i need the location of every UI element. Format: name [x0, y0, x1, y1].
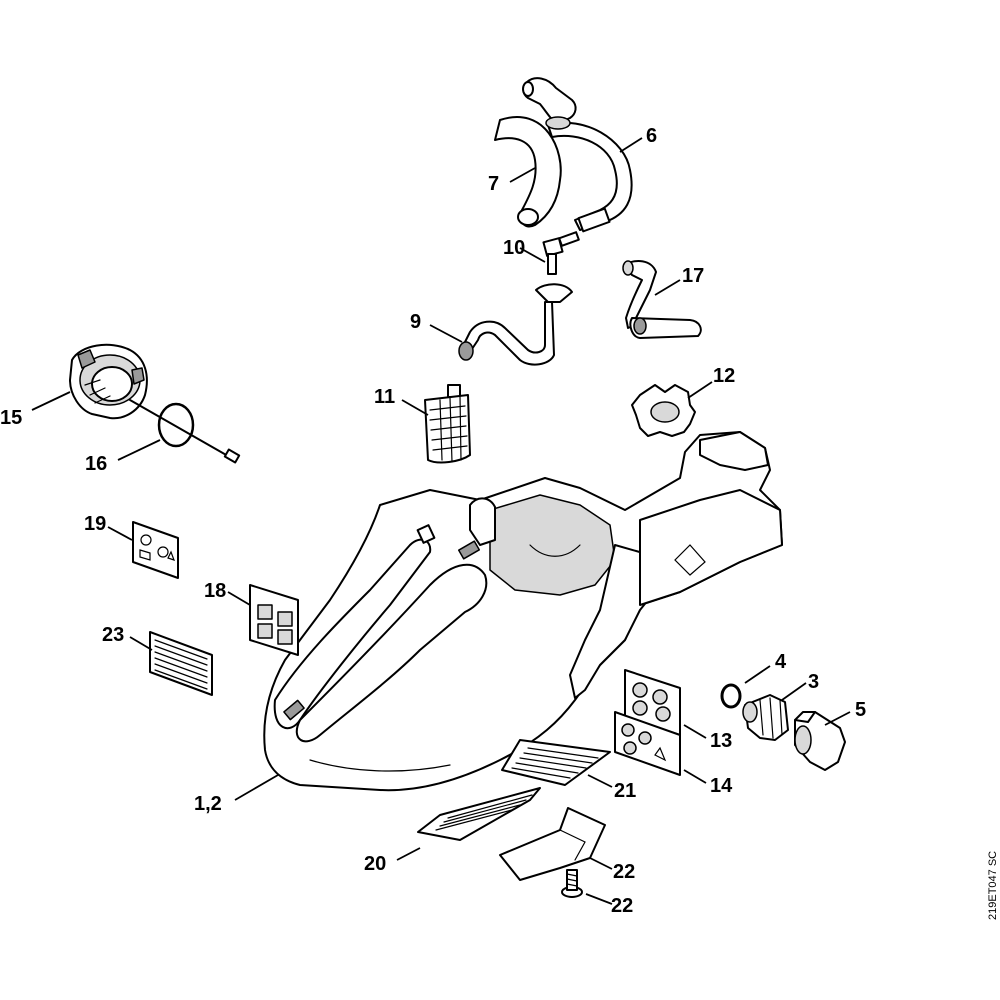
callout-9[interactable]: 10: [503, 237, 525, 259]
callout-12[interactable]: 13: [710, 730, 732, 752]
callout-3[interactable]: 3: [808, 671, 819, 693]
callout-22[interactable]: 22: [611, 895, 633, 917]
callout-17[interactable]: 18: [204, 580, 226, 602]
callout-14[interactable]: 15: [0, 407, 22, 429]
callout-labels: 7 6 10 9 17 11 12 15 16 19 18 23 13 14 4…: [0, 125, 866, 917]
part-label-17[interactable]: [249, 584, 299, 656]
part-screw-22[interactable]: [561, 869, 583, 898]
reference-code: 219ET047 SC: [987, 851, 999, 920]
part-element-11[interactable]: [631, 384, 696, 437]
callout-10[interactable]: 11: [374, 386, 395, 408]
callout-16[interactable]: 17: [682, 265, 704, 287]
callout-21[interactable]: 22: [613, 861, 635, 883]
callout-7[interactable]: 7: [488, 173, 499, 195]
callout-5[interactable]: 5: [855, 699, 866, 721]
callout-4[interactable]: 4: [775, 651, 787, 673]
part-label-18[interactable]: [132, 521, 179, 579]
part-hose-16[interactable]: [622, 259, 702, 339]
part-label-13[interactable]: [614, 711, 681, 776]
callout-8[interactable]: 9: [410, 311, 421, 333]
part-housing-1-2[interactable]: [263, 431, 783, 792]
callout-18[interactable]: 19: [84, 513, 106, 535]
part-knob-5[interactable]: [794, 711, 846, 771]
part-valve-3[interactable]: [742, 694, 789, 741]
part-label-19[interactable]: [417, 787, 541, 841]
part-o-ring-15[interactable]: [129, 399, 241, 464]
callout-6[interactable]: 6: [646, 125, 657, 147]
callout-15[interactable]: 16: [85, 453, 107, 475]
part-fuel-filter-10[interactable]: [424, 384, 471, 464]
part-hose-7[interactable]: [494, 116, 562, 228]
callout-13[interactable]: 14: [710, 775, 733, 797]
part-fuel-hose-8[interactable]: [458, 283, 573, 366]
part-label-20[interactable]: [501, 739, 611, 786]
callout-1-2[interactable]: 1,2: [194, 793, 222, 815]
part-label-23[interactable]: [149, 631, 213, 696]
callout-23[interactable]: 23: [102, 624, 124, 646]
part-o-ring-4[interactable]: [720, 683, 742, 709]
part-cover-21[interactable]: [499, 807, 606, 881]
part-tank-cap-14[interactable]: [69, 343, 148, 420]
part-hose-6[interactable]: [522, 77, 633, 233]
callout-20[interactable]: 21: [614, 780, 636, 802]
callout-19[interactable]: 20: [364, 853, 386, 875]
part-label-12[interactable]: [624, 669, 681, 736]
leader-lines: [31, 137, 851, 905]
callout-11[interactable]: 12: [713, 365, 735, 387]
part-fitting-9[interactable]: [542, 231, 580, 275]
